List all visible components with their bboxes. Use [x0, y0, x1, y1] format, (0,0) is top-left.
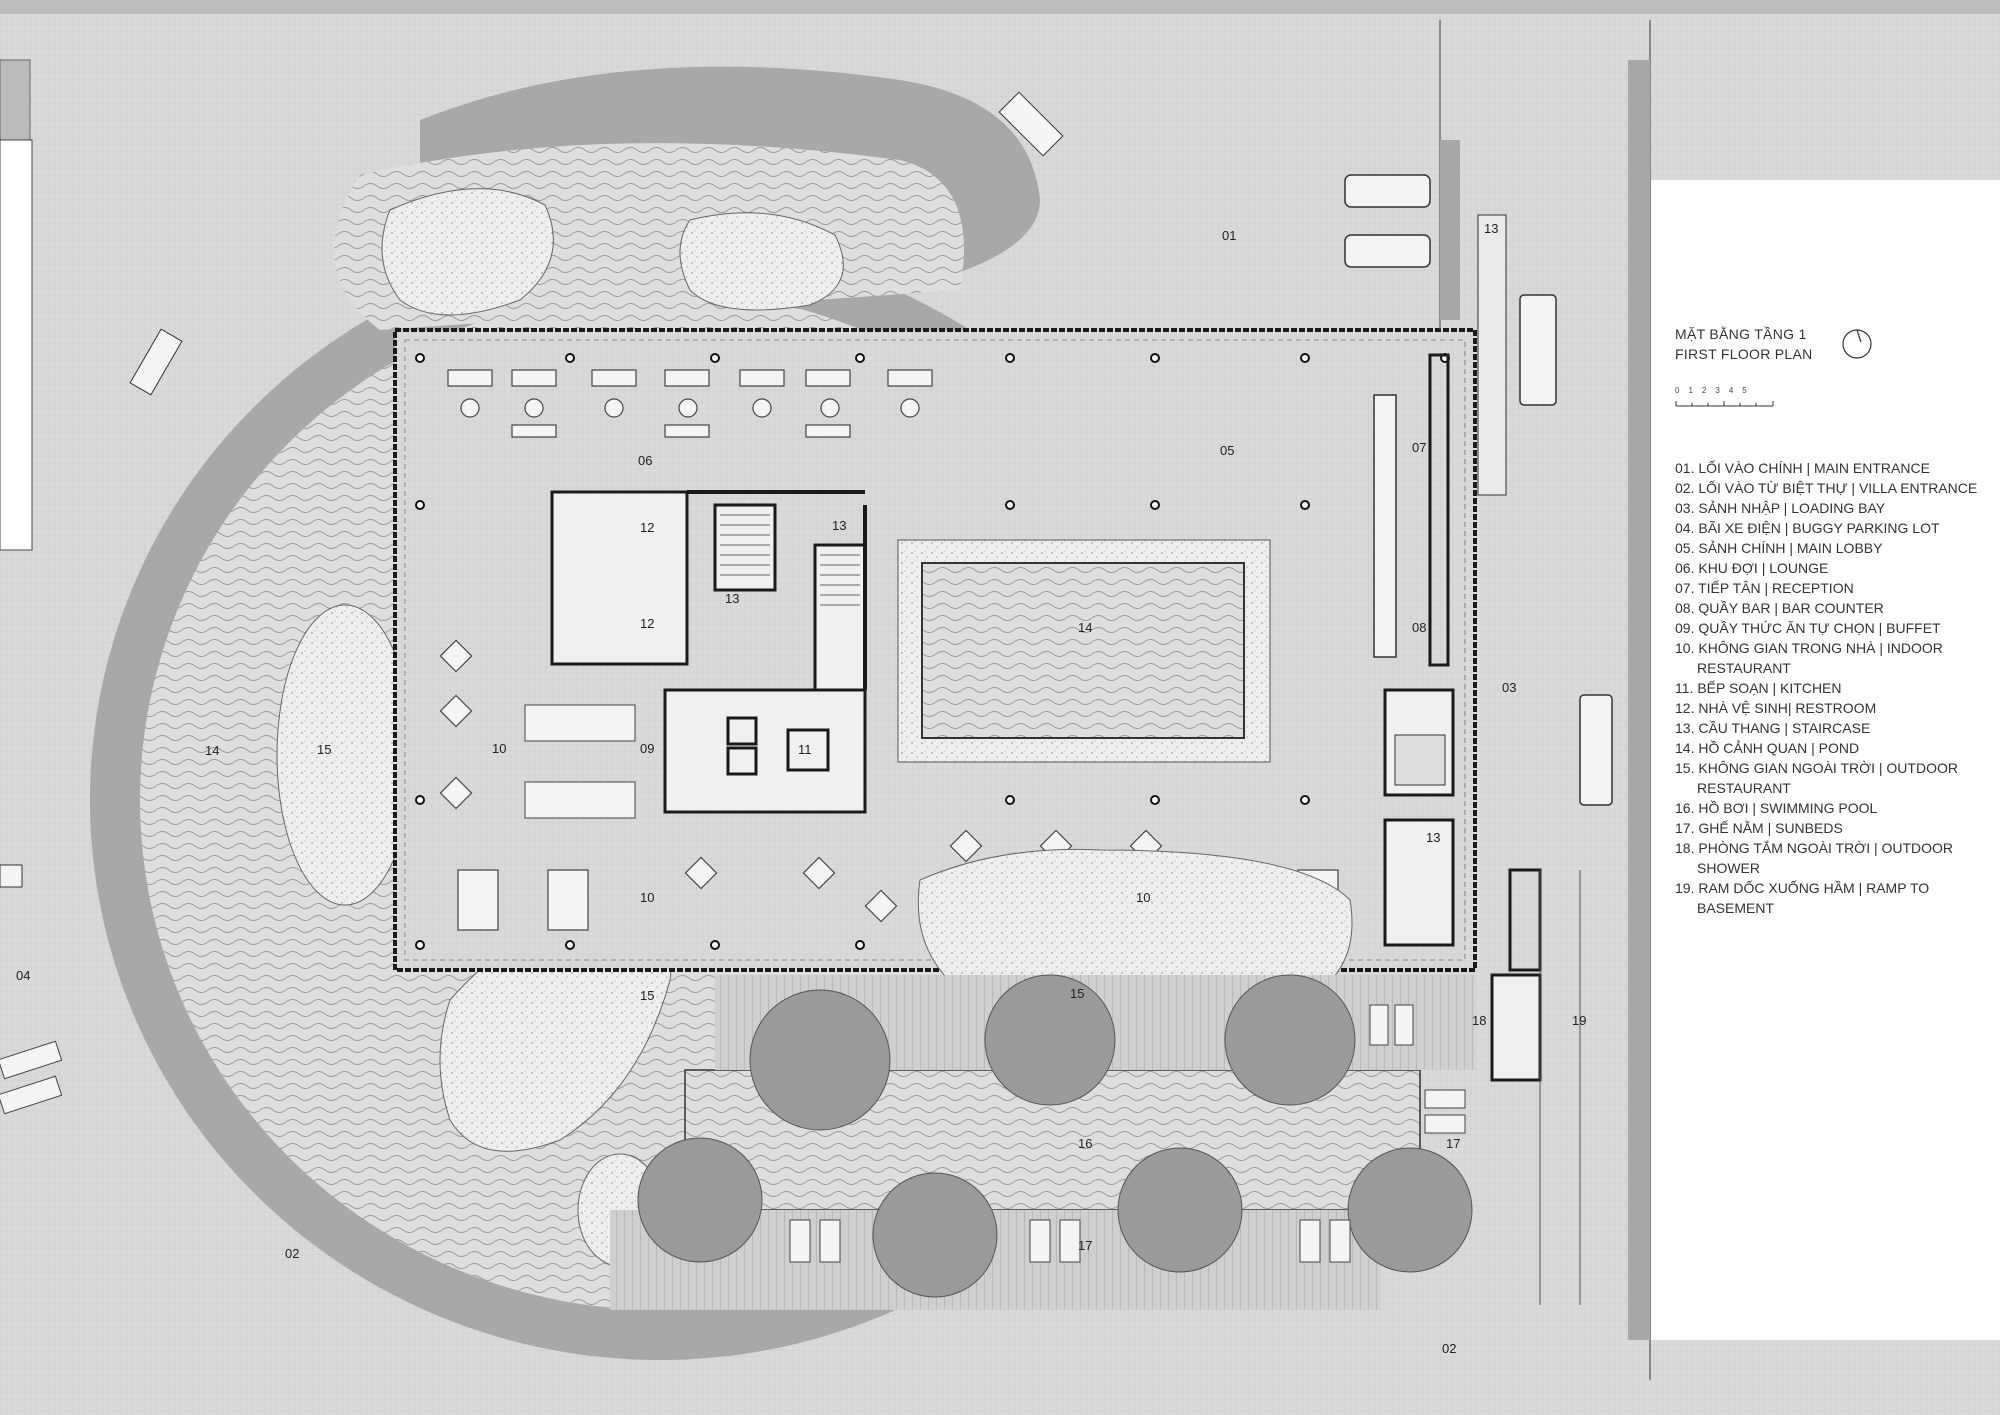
legend-item: 16. HỒ BƠI | SWIMMING POOL [1675, 800, 1878, 816]
legend-item: 17. GHẾ NẰM | SUNBEDS [1675, 820, 1843, 836]
legend-item: 03. SẢNH NHẬP | LOADING BAY [1675, 500, 1886, 516]
label-08: 08 [1412, 620, 1426, 635]
label-12-a: 12 [640, 520, 654, 535]
label-01: 01 [1222, 228, 1236, 243]
service-core [550, 490, 867, 814]
legend-item: 04. BÃI XE ĐIỆN | BUGGY PARKING LOT [1675, 520, 1940, 536]
label-10-c: 10 [1136, 890, 1150, 905]
label-07: 07 [1412, 440, 1426, 455]
label-03: 03 [1502, 680, 1516, 695]
label-11: 11 [798, 742, 812, 757]
legend-item: 10. KHÔNG GIAN TRONG NHÀ | INDOOR RESTAU… [1675, 640, 1943, 676]
label-04: 04 [16, 968, 30, 983]
label-15-c: 15 [1070, 986, 1084, 1001]
label-14-a: 14 [205, 743, 219, 758]
legend-item: 07. TIẾP TÂN | RECEPTION [1675, 580, 1854, 596]
legend-item: 11. BẾP SOẠN | KITCHEN [1675, 680, 1842, 696]
trees [637, 974, 1473, 1298]
label-17-a: 17 [1446, 1136, 1460, 1151]
label-13-b: 13 [725, 591, 739, 606]
label-13-d: 13 [1426, 830, 1440, 845]
legend-item: 08. QUẦY BAR | BAR COUNTER [1675, 600, 1884, 616]
label-16: 16 [1078, 1136, 1092, 1151]
label-14-b: 14 [1078, 620, 1092, 635]
label-06: 06 [638, 453, 652, 468]
legend-item: 18. PHÒNG TẮM NGOÀI TRỜI | OUTDOOR SHOWE… [1675, 840, 1954, 876]
label-02-left: 02 [285, 1246, 299, 1261]
scale-bar-line [1675, 401, 1774, 407]
label-17-b: 17 [1078, 1238, 1092, 1253]
lounge-furniture [447, 369, 933, 438]
label-13-c: 13 [1484, 221, 1498, 236]
legend-list: 01. LỐI VÀO CHÍNH | MAIN ENTRANCE 02. LỐ… [1675, 458, 1995, 918]
legend-item: 12. NHÀ VỆ SINH| RESTROOM [1675, 700, 1877, 716]
label-09: 09 [640, 741, 654, 756]
structural-columns [415, 353, 1450, 950]
label-02-bottom: 02 [1442, 1341, 1456, 1356]
legend-item: 09. QUẦY THỨC ĂN TỰ CHỌN | BUFFET [1675, 620, 1941, 636]
scale-bar-ticks: 012345 [1675, 386, 1756, 395]
north-arrow-icon [1842, 329, 1872, 359]
label-18: 18 [1472, 1013, 1486, 1028]
plan-title-vn: MẶT BẰNG TẦNG 1 [1675, 326, 1807, 342]
label-10-b: 10 [640, 890, 654, 905]
legend-item: 15. KHÔNG GIAN NGOÀI TRỜI | OUTDOOR REST… [1675, 760, 1958, 796]
label-15-a: 15 [317, 742, 331, 757]
legend-item: 05. SẢNH CHÍNH | MAIN LOBBY [1675, 540, 1883, 556]
legend-item: 14. HỒ CẢNH QUAN | POND [1675, 740, 1860, 756]
label-19: 19 [1572, 1013, 1586, 1028]
legend-panel: MẶT BẰNG TẦNG 1 FIRST FLOOR PLAN 012345 … [1651, 180, 2000, 1340]
legend-item: 06. KHU ĐỢI | LOUNGE [1675, 560, 1829, 576]
plan-title: MẶT BẰNG TẦNG 1 FIRST FLOOR PLAN [1675, 324, 1813, 364]
plan-title-en: FIRST FLOOR PLAN [1675, 346, 1813, 362]
legend-item: 02. LỐI VÀO TỪ BIỆT THỰ | VILLA ENTRANCE [1675, 480, 1978, 496]
label-13-a: 13 [832, 518, 846, 533]
label-05: 05 [1220, 443, 1234, 458]
legend-item: 13. CẦU THANG | STAIRCASE [1675, 720, 1871, 736]
legend-item: 19. RAM DỐC XUỐNG HẦM | RAMP TO BASEMENT [1675, 880, 1930, 916]
scale-bar: 012345 [1675, 386, 1775, 413]
legend-item: 01. LỐI VÀO CHÍNH | MAIN ENTRANCE [1675, 460, 1930, 476]
label-15-b: 15 [640, 988, 654, 1003]
label-12-b: 12 [640, 616, 654, 631]
label-10-a: 10 [492, 741, 506, 756]
